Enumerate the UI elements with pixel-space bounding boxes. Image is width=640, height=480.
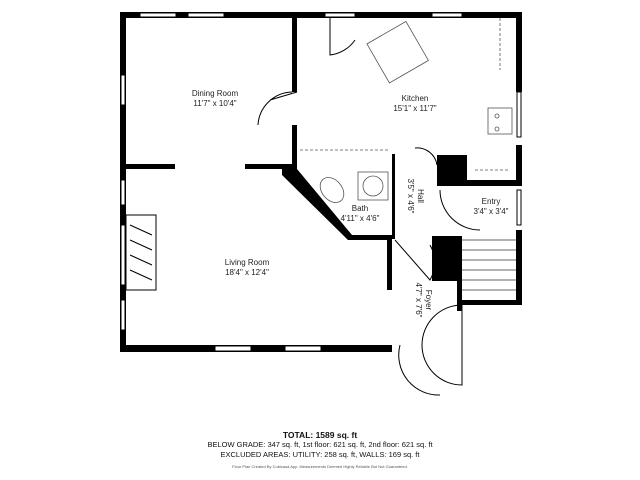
entry-label: Entry 3'4" x 3'4" [466, 197, 516, 217]
room-size: 18'4" x 12'4" [225, 268, 269, 277]
room-size: 11'7" x 10'4" [193, 99, 237, 108]
room-size: 4'11" x 4'6" [340, 214, 380, 223]
room-name: Foyer [424, 289, 433, 311]
room-size: 3'4" x 3'4" [473, 207, 509, 216]
credit-note: Floor Plan Created By Cubicasa App. Meas… [232, 464, 408, 469]
excluded-areas: EXCLUDED AREAS: UTILITY: 258 sq. ft, WAL… [220, 450, 420, 459]
foyer-label: Foyer 4'7" x 7'6" [413, 275, 433, 325]
room-name: Kitchen [401, 94, 429, 103]
room-name: Hall [416, 189, 425, 203]
hall-label: Hall 3'5" x 4'6" [405, 171, 425, 221]
stairs [462, 239, 516, 291]
room-size: 3'5" x 4'6" [406, 178, 415, 214]
bath-label: Bath 4'11" x 4'6" [330, 204, 390, 224]
kitchen-label: Kitchen 15'1" x 11'7" [380, 94, 450, 114]
living-room-label: Living Room 18'4" x 12'4" [212, 258, 282, 278]
room-name: Entry [481, 197, 501, 206]
room-size: 15'1" x 11'7" [393, 104, 437, 113]
kitchen-fixtures [300, 18, 513, 171]
floor-breakdown: BELOW GRADE: 347 sq. ft, 1st floor: 621 … [207, 440, 433, 449]
doors [257, 18, 481, 396]
windows [120, 12, 522, 352]
room-name: Dining Room [191, 89, 239, 98]
bath-fixtures [319, 171, 389, 203]
room-name: Living Room [224, 258, 270, 267]
total-area: TOTAL: 1589 sq. ft [282, 430, 358, 440]
fireplace [125, 214, 157, 291]
dining-room-label: Dining Room 11'7" x 10'4" [180, 89, 250, 109]
room-name: Bath [351, 204, 369, 213]
room-size: 4'7" x 7'6" [414, 282, 423, 318]
